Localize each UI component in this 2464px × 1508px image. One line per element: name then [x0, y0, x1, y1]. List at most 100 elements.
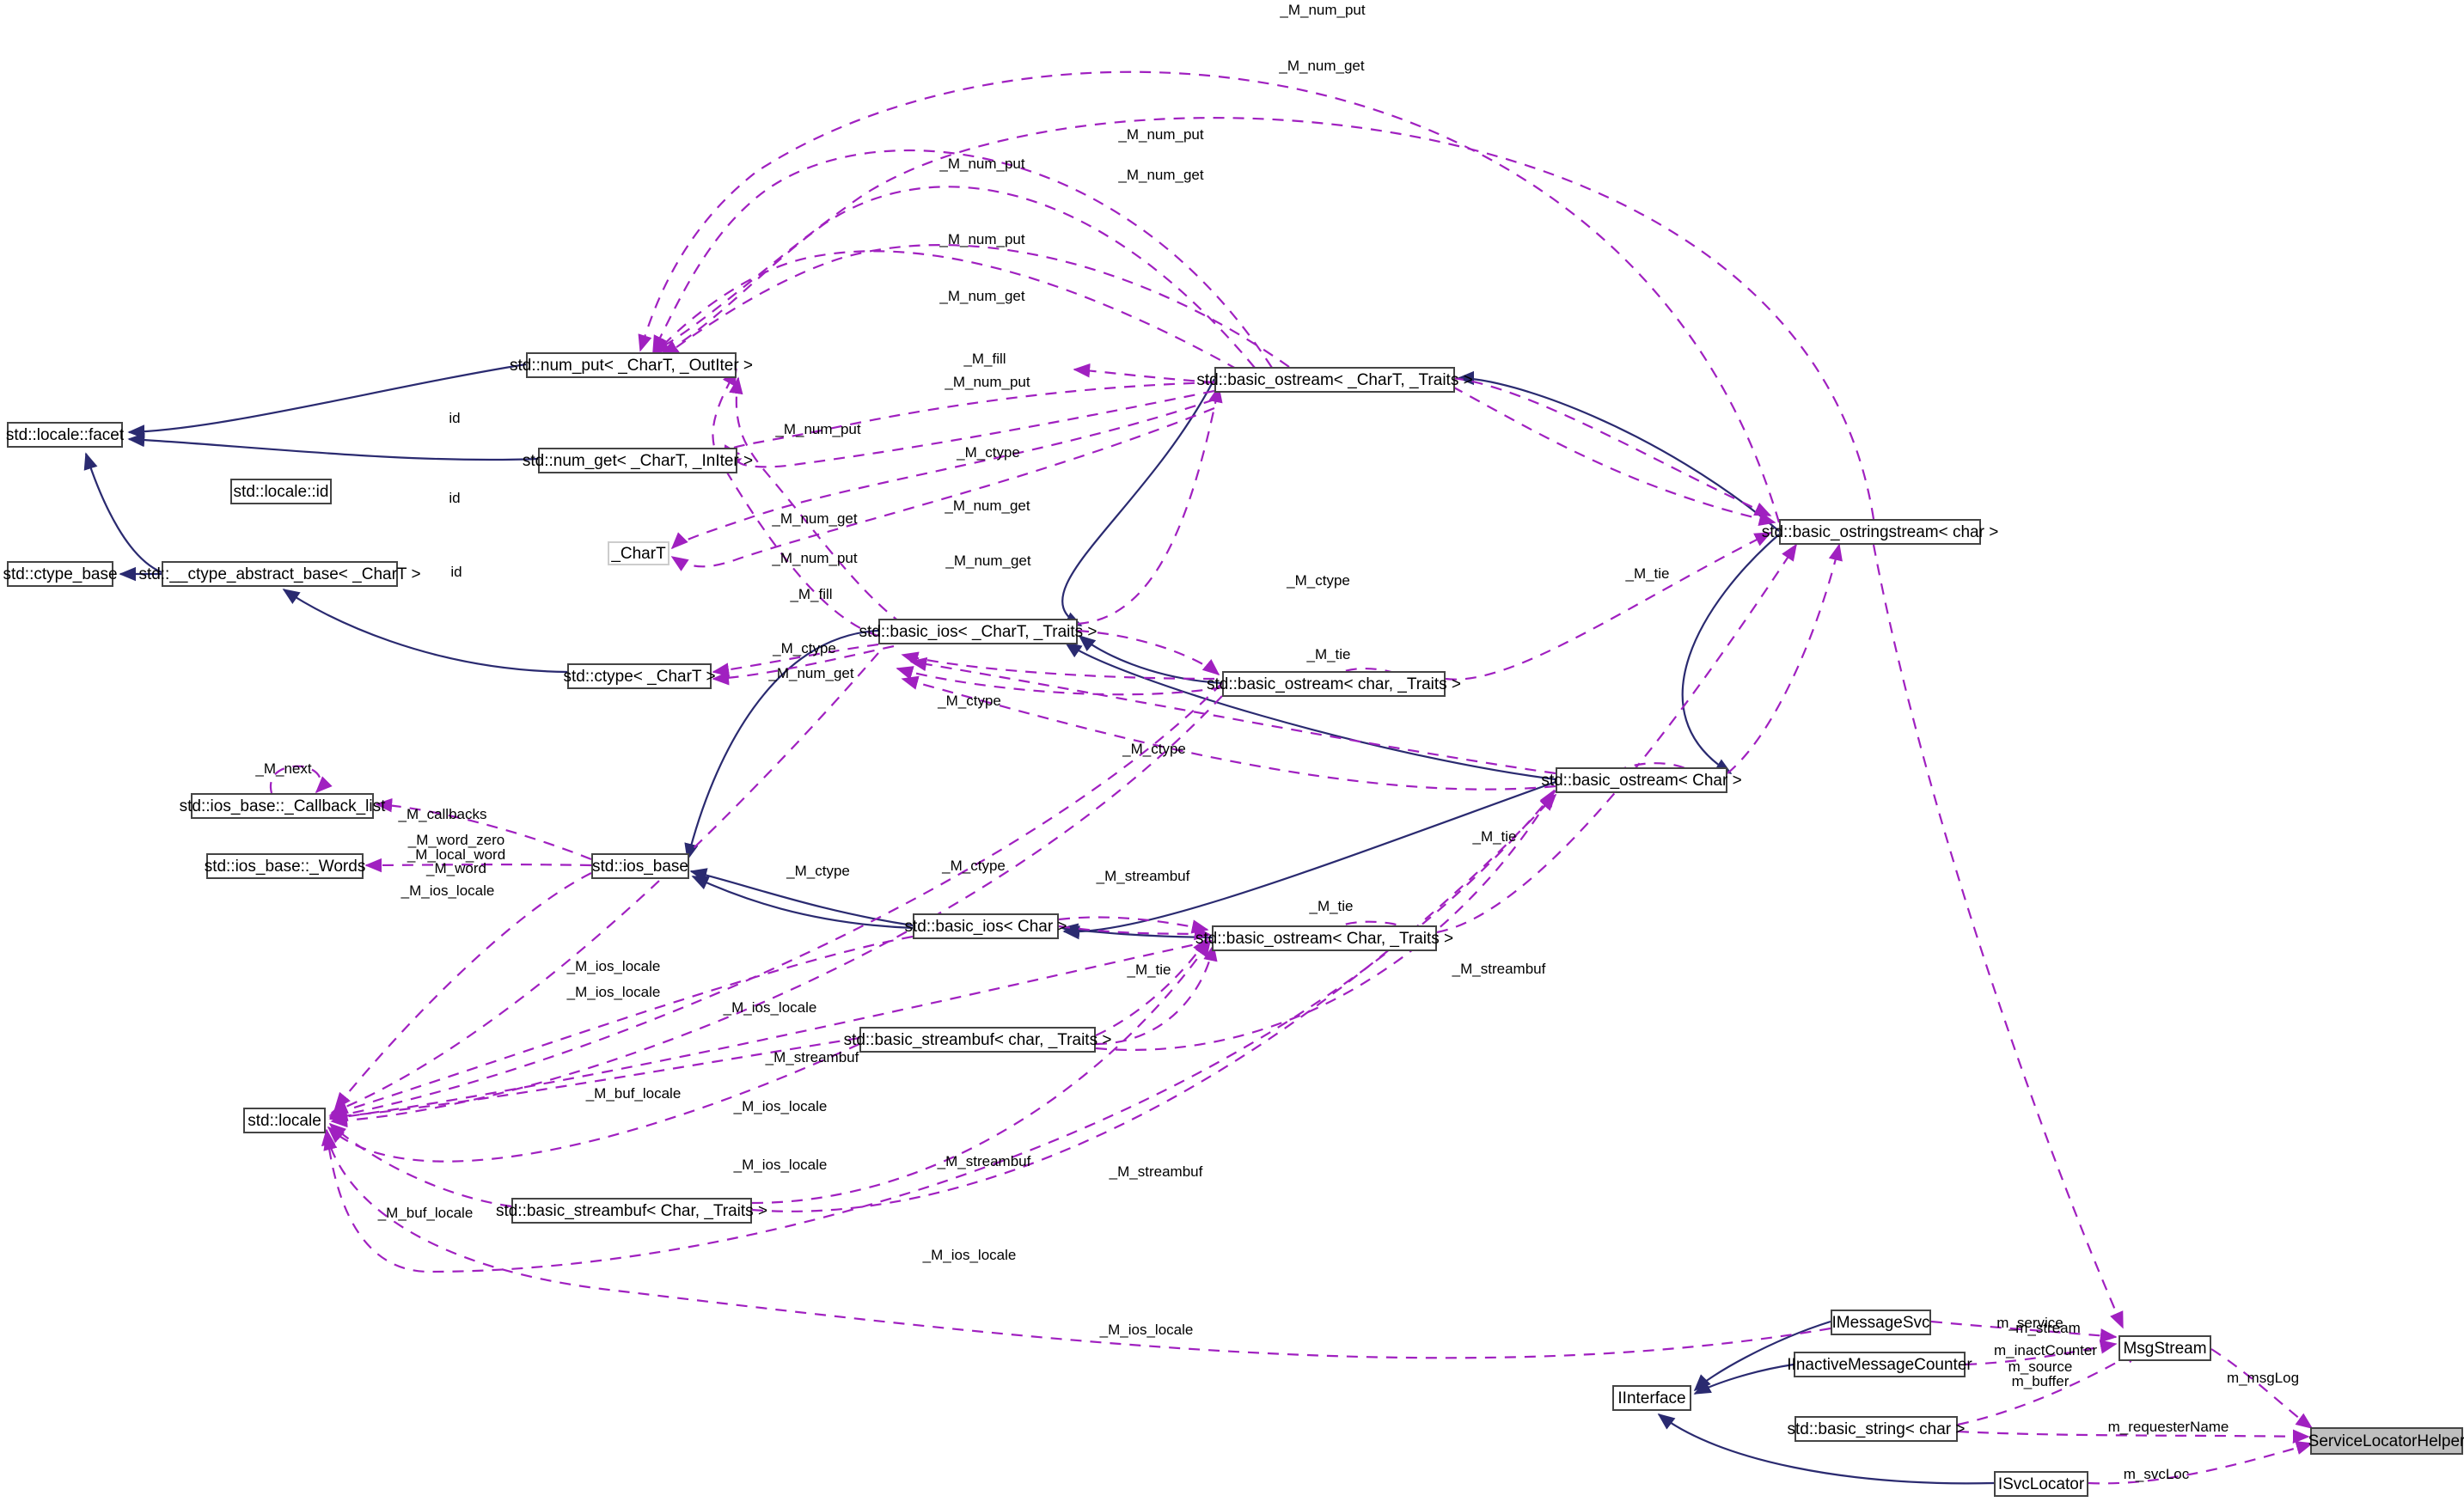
node-std-ctype-chart[interactable]: std::ctype< _CharT > [563, 663, 716, 689]
node-servicelocatorhelper[interactable]: ServiceLocatorHelper [2308, 1427, 2464, 1455]
edge-label: _M_fill [963, 351, 1006, 368]
node-label: std::num_put< _CharT, _OutIter > [509, 356, 754, 375]
edge-label: _M_num_get [939, 288, 1025, 305]
edge-label: m_service [1996, 1315, 2064, 1332]
edge-label: _M_word_zero [407, 832, 505, 849]
edge-label: m_stream [2015, 1320, 2081, 1337]
node-basic-ostream-Char-traits[interactable]: std::basic_ostream< Char, _Traits > [1195, 925, 1453, 951]
edge-label: _M_ctype [942, 858, 1006, 875]
node-label: std::basic_streambuf< Char, _Traits > [495, 1201, 768, 1220]
node-label: std::basic_streambuf< char, _Traits > [843, 1030, 1112, 1049]
node-basic-ostream-chart-traits[interactable]: std::basic_ostream< _CharT, _Traits > [1196, 367, 1473, 393]
node-ios-base-words[interactable]: std::ios_base::_Words [204, 853, 366, 879]
node-std-locale-id[interactable]: std::locale::id [230, 479, 332, 504]
node-basic-ios-char[interactable]: std::basic_ios< Char > [904, 913, 1067, 939]
edge-label: _M_ios_locale [733, 1098, 828, 1115]
edge-label: _M_num_put [1280, 2, 1366, 19]
node-basic-ostream-Char[interactable]: std::basic_ostream< Char > [1541, 767, 1742, 793]
node-label: std::ctype< _CharT > [563, 667, 716, 686]
node-label: std::locale [248, 1111, 321, 1130]
node-label: MsgStream [2123, 1339, 2207, 1358]
node-label: std::basic_ostream< char, _Traits > [1206, 675, 1462, 693]
node-ios-base-callback-list[interactable]: std::ios_base::_Callback_list [180, 793, 385, 819]
node-imessagesvc[interactable]: IMessageSvc [1831, 1310, 1931, 1335]
edge-label: _M_ios_locale [1099, 1322, 1194, 1339]
edge-label: _M_streambuf [1096, 868, 1190, 885]
node-msgstream[interactable]: MsgStream [2119, 1335, 2211, 1361]
node-std-ctype-base[interactable]: std::ctype_base [3, 561, 118, 587]
edge-label: _M_ctype [786, 863, 850, 880]
edge-label: m_buffer [2011, 1373, 2070, 1390]
edge-label: _M_num_put [772, 550, 858, 567]
node-label: ISvcLocator [1997, 1474, 2085, 1493]
node-iinterface[interactable]: IInterface [1612, 1385, 1691, 1411]
node-std-num-get[interactable]: std::num_get< _CharT, _InIter > [523, 448, 753, 473]
edge-label: m_inactCounter [1993, 1342, 2098, 1359]
node-chart-template-param[interactable]: _CharT [608, 541, 669, 565]
edge-label: _M_num_put [939, 156, 1025, 173]
node-label: IInactiveMessageCounter [1787, 1355, 1972, 1374]
node-basic-string-char[interactable]: std::basic_string< char > [1788, 1416, 1966, 1442]
node-label: std::basic_string< char > [1787, 1419, 1966, 1438]
node-label: std::locale::id [233, 482, 329, 501]
node-std-locale-facet[interactable]: std::locale::facet [5, 422, 125, 448]
node-basic-ios-chart[interactable]: std::basic_ios< _CharT, _Traits > [859, 619, 1097, 644]
node-label: std::basic_ostream< Char, _Traits > [1195, 929, 1454, 948]
edge-label: _M_num_get [1279, 58, 1365, 75]
edge-label: _M_ctype [773, 640, 836, 657]
node-basic-ostringstream-char[interactable]: std::basic_ostringstream< char > [1762, 519, 1998, 545]
edge-label: m_requesterName [2107, 1419, 2229, 1436]
node-basic-ostream-char-traits[interactable]: std::basic_ostream< char, _Traits > [1207, 671, 1461, 697]
node-label: IMessageSvc [1831, 1313, 1930, 1332]
edge-label: _M_num_get [772, 510, 858, 528]
edge-label: _M_ios_locale [922, 1247, 1017, 1264]
node-std-locale[interactable]: std::locale [243, 1108, 326, 1133]
edge-label: _M_next [255, 760, 312, 778]
node-std-num-put[interactable]: std::num_put< _CharT, _OutIter > [510, 352, 753, 378]
node-label: std::ios_base [592, 857, 688, 876]
edge-label: m_msgLog [2226, 1370, 2300, 1387]
node-label: std::num_get< _CharT, _InIter > [522, 451, 754, 470]
edge-label: _M_streambuf [765, 1049, 859, 1066]
edge-label: _M_word [426, 860, 486, 877]
edge-label: id [449, 490, 461, 507]
node-label: std::basic_ios< _CharT, _Traits > [859, 622, 1097, 641]
node-iinactivemessagecounter[interactable]: IInactiveMessageCounter [1787, 1352, 1972, 1377]
edge-label: m_source [2008, 1358, 2073, 1376]
node-basic-streambuf-char-traits[interactable]: std::basic_streambuf< char, _Traits > [844, 1027, 1111, 1053]
edge-label: id [449, 410, 461, 427]
node-label: _CharT [611, 544, 666, 563]
node-label: std::basic_ios< Char > [904, 917, 1067, 936]
edge-label: _M_tie [1306, 646, 1351, 663]
edge-label: _M_num_put [939, 231, 1025, 248]
edge-label: _M_num_put [945, 374, 1030, 391]
node-label: std::basic_ostream< Char > [1541, 771, 1742, 790]
node-basic-streambuf-Char-traits[interactable]: std::basic_streambuf< Char, _Traits > [496, 1198, 767, 1224]
edge-label: _M_tie [1127, 962, 1171, 979]
edge-label: m_svcLoc [2123, 1466, 2190, 1483]
edge-label: _M_streambuf [937, 1153, 1031, 1170]
edge-label: _M_tie [1625, 565, 1670, 583]
edge-label: _M_tie [1309, 898, 1354, 915]
node-std-ios-base[interactable]: std::ios_base [591, 853, 689, 879]
edge-label: id [450, 564, 462, 581]
node-isvclocator[interactable]: ISvcLocator [1994, 1471, 2088, 1497]
edge-label: _M_callbacks [398, 806, 487, 823]
edge-label: _M_ios_locale [723, 999, 817, 1017]
node-label: std::__ctype_abstract_base< _CharT > [138, 565, 421, 583]
node-label: std::ios_base::_Words [204, 857, 366, 876]
edge-label: _M_local_word [407, 846, 506, 864]
edge-label: _M_ios_locale [733, 1157, 828, 1174]
node-label: std::locale::facet [5, 425, 125, 444]
edge-label: _M_buf_locale [585, 1085, 682, 1102]
edge-label: _M_num_get [768, 665, 854, 682]
usage-edges [269, 70, 2314, 1485]
edge-label: _M_streambuf [1109, 1163, 1203, 1181]
edge-label: _M_ios_locale [400, 882, 495, 900]
node-std-ctype-abstract-base[interactable]: std::__ctype_abstract_base< _CharT > [138, 561, 421, 587]
node-label: std::basic_ostream< _CharT, _Traits > [1196, 370, 1473, 389]
edge-label: _M_ctype [938, 693, 1001, 710]
node-label: std::basic_ostringstream< char > [1761, 522, 1999, 541]
